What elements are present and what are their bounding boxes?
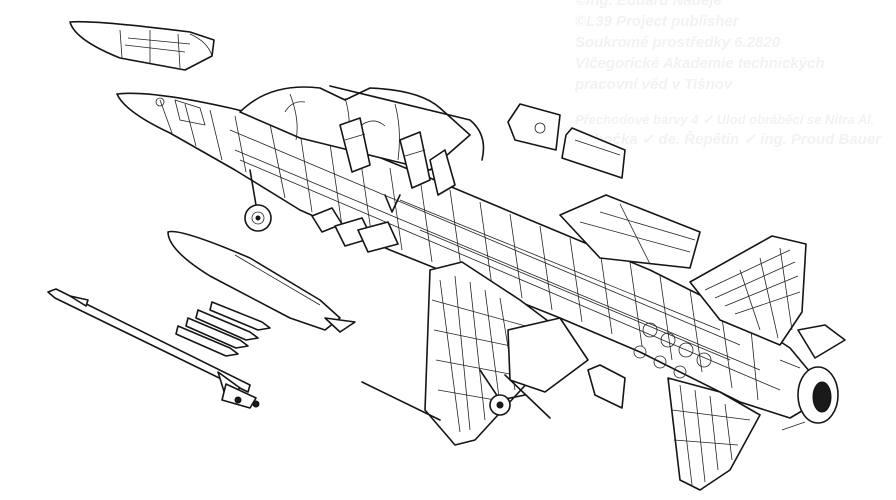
drop-tank [167,230,356,333]
caption-line-6: Přechodové barvy 4 ✓ Ulod obráběcí se Ni… [575,112,875,127]
exhaust-nozzle [779,359,839,431]
nose-landing-gear [244,169,272,232]
under-panels [311,194,401,253]
engine-section [633,322,712,379]
faint-caption: ©ing. Eduard Nadeje ©L39 Project publish… [575,0,893,150]
caption-line-7: Pobočka ✓ de. Řepětin ✓ ing. Proud Bauer [575,131,882,148]
caption-line-4: Vlčegorické Akademie technických [575,55,825,72]
rockets [175,301,271,357]
horizontal-stabilizer [667,377,761,491]
detached-panels [507,103,626,409]
caption-line-2: ©L39 Project publisher [575,13,739,30]
upper-wing [559,194,701,269]
nose-details [155,97,206,126]
caption-line-5: pracovní věd v Tišnov [575,76,733,93]
lower-wing [361,261,589,446]
caption-line-1: ©ing. Eduard Nadeje [575,0,722,9]
vertical-tail [689,235,846,359]
caption-line-3: Soukromé prostředky 6.2820 [575,34,781,51]
main-landing-gear [479,369,551,419]
detached-nose-cone [69,20,215,71]
ejection-seats [339,117,456,196]
missile [47,288,260,409]
